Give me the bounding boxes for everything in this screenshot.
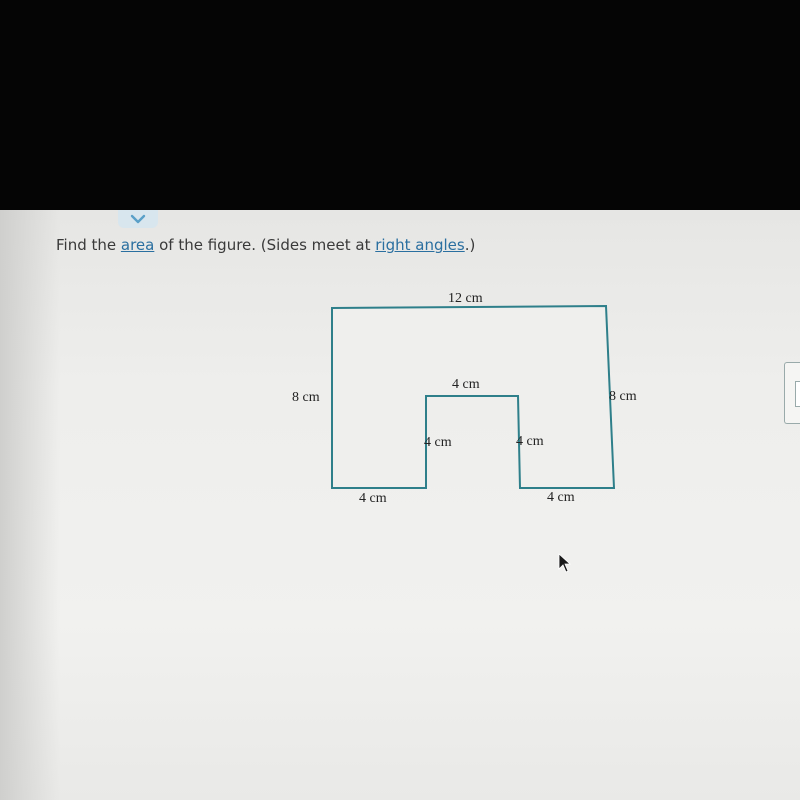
question-prefix: Find the	[56, 236, 121, 254]
notch-top-label: 4 cm	[452, 377, 480, 392]
right-side-label: 8 cm	[609, 389, 637, 404]
dark-top-region	[0, 0, 800, 210]
mouse-cursor-icon	[558, 553, 572, 577]
notch-right-label: 4 cm	[516, 434, 544, 449]
notch-left-label: 4 cm	[424, 435, 452, 450]
top-side-label: 12 cm	[448, 291, 483, 306]
question-middle: of the figure. (Sides meet at	[154, 236, 376, 254]
bottom-left-label: 4 cm	[359, 491, 387, 506]
question-suffix: .)	[464, 236, 476, 254]
chevron-down-icon	[130, 214, 146, 224]
bottom-right-label: 4 cm	[547, 490, 575, 505]
figure-outline	[331, 304, 616, 489]
geometry-figure: 12 cm 8 cm 8 cm 4 cm 4 cm 4 cm 4 cm 4 cm	[292, 291, 637, 506]
question-text: Find the area of the figure. (Sides meet…	[56, 236, 475, 254]
question-panel: Find the area of the figure. (Sides meet…	[0, 210, 800, 800]
answer-box[interactable]	[784, 362, 800, 424]
answer-input[interactable]	[795, 381, 800, 407]
collapse-toggle-button[interactable]	[118, 210, 158, 228]
area-link[interactable]: area	[120, 236, 155, 254]
left-side-label: 8 cm	[292, 390, 320, 405]
right-angles-link[interactable]: right angles	[375, 236, 465, 254]
panel-shade	[0, 210, 60, 800]
